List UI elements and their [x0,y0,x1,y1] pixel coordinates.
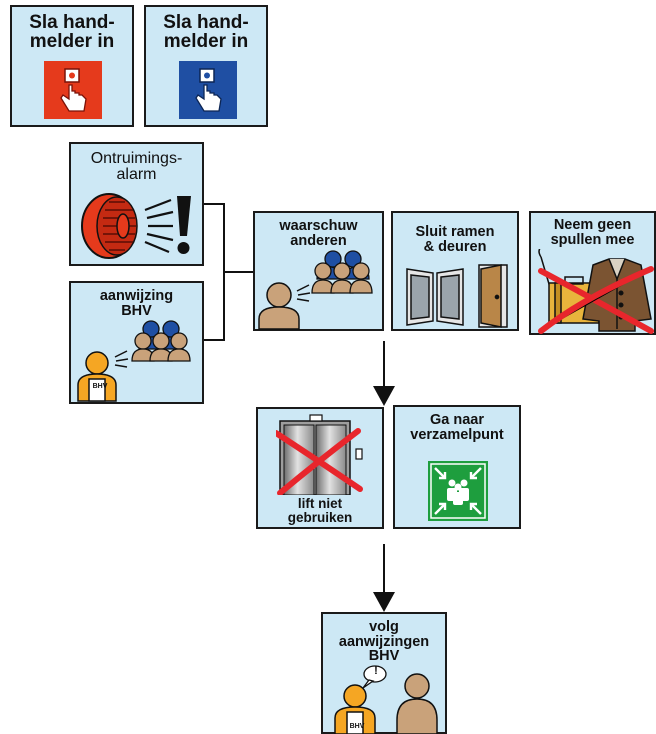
red-call-point-icon [44,61,102,119]
bhv-badge: BHV [92,383,108,390]
crossed-belongings-icon [538,249,654,334]
card-title-line2: & deuren [423,238,487,255]
card-title-line2: aanwijzingen [338,633,430,650]
card-bhv-instruction: aanwijzing BHV BHV [69,281,204,404]
speech-bubble-mark: ! [374,665,378,677]
card-close-windows-doors: Sluit ramen & deuren [391,211,519,331]
card-title-line2: BHV [121,302,152,319]
card-title-line2: verzamelpunt [410,426,504,443]
arrow-1-head [373,386,395,406]
card-title-line1: aanwijzing [99,288,174,304]
card-warn-others: waarschuw anderen [253,211,384,331]
card-title-line2: melder in [29,31,115,52]
alarm-siren-icon [81,193,191,259]
card-title-line1: Ontruimings- [90,150,183,167]
card-title-line1: Sla hand- [163,12,249,33]
card-title-line1: volg [369,619,399,635]
crossed-elevator-icon [276,414,363,495]
bhv-instructing-group-icon [77,320,191,402]
card-handmelder-blue: Sla hand- melder in [144,5,268,127]
blue-call-point-icon [179,61,237,119]
card-follow-bhv: volg aanwijzingen BHV ! BHV [321,612,447,734]
card-title-line1: Sla hand- [29,12,115,33]
card-title-line1: Ga naar [430,412,484,428]
card-title-line1: Sluit ramen [415,224,495,240]
card-no-belongings: Neem geen spullen mee [529,211,656,335]
card-handmelder-red: Sla hand- melder in [10,5,134,127]
card-no-elevator: lift niet gebruiken [256,407,384,529]
card-title-line2: alarm [116,166,157,183]
card-title-line2: spullen mee [550,231,635,248]
card-title-line2: anderen [290,232,347,249]
card-assembly-point: Ga naar verzamelpunt [393,405,521,529]
card-title-line1: lift niet [297,496,343,511]
card-title-line2: melder in [163,31,249,52]
assembly-point-sign-icon [428,461,488,521]
bhv-speaking-icon [334,665,438,734]
card-title-line3: BHV [368,648,400,664]
window-and-door-icon [406,264,508,328]
card-title-line1: waarschuw [279,218,358,234]
arrow-2-head [373,592,395,612]
card-evacuation-alarm: Ontruimings- alarm [69,142,204,266]
bracket-alarm [204,203,225,341]
bhv-badge: BHV [349,723,365,730]
warn-group-icon [258,250,373,330]
card-title-line1: Neem geen [553,217,632,233]
card-title-line2: gebruiken [287,509,353,525]
